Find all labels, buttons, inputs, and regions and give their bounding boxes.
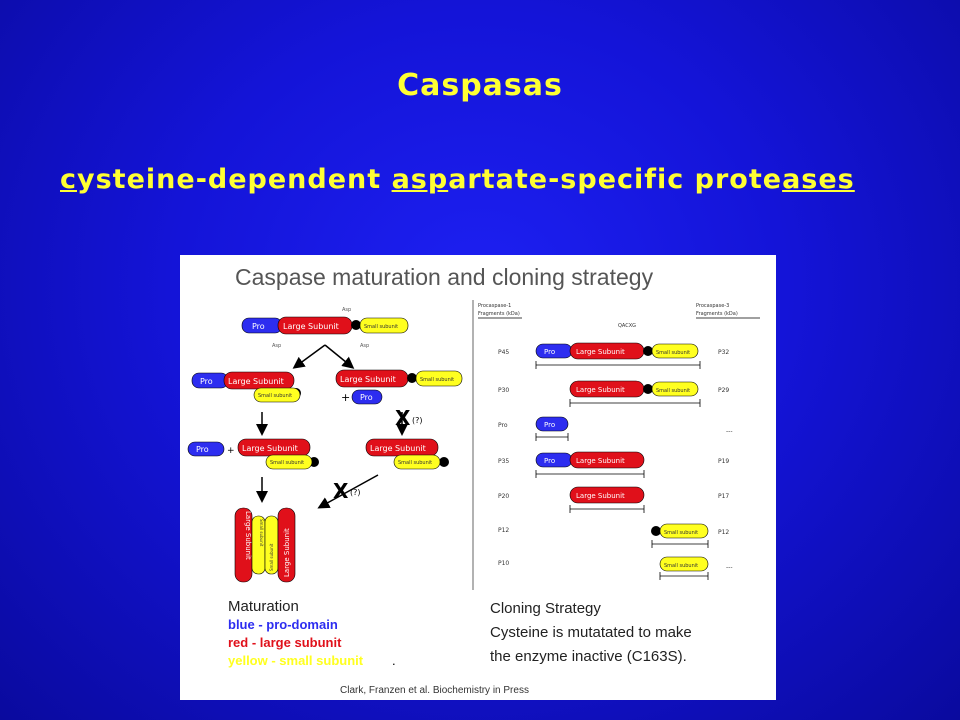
pro-label: Pro bbox=[252, 322, 265, 331]
fragment-p12: Small subunit bbox=[651, 523, 709, 548]
figure-credit: Clark, Franzen et al. Biochemistry in Pr… bbox=[340, 685, 529, 696]
pro-label: Pro bbox=[196, 445, 209, 454]
small-label: Small subunit bbox=[420, 377, 454, 383]
small-label-v2: Small subunit bbox=[269, 543, 274, 571]
row-label-left: P12 bbox=[498, 527, 509, 534]
row-label-right: P29 bbox=[718, 387, 729, 394]
plus-sign: + bbox=[227, 446, 235, 456]
small-label: Small subunit bbox=[656, 388, 690, 394]
figure-heading: Caspase maturation and cloning strategy bbox=[235, 264, 654, 290]
pro-label: Pro bbox=[544, 348, 555, 356]
legend-red: red - large subunit bbox=[228, 635, 342, 650]
subtitle-part4: artate-specific prote bbox=[448, 164, 783, 195]
large-label: Large Subunit bbox=[228, 377, 284, 386]
row-label-left: P35 bbox=[498, 458, 509, 465]
small-label: Small subunit bbox=[664, 530, 698, 536]
block-x-1: X bbox=[395, 406, 411, 430]
fragment-p35: Pro Large Subunit bbox=[535, 451, 645, 478]
fragment-pro: Pro bbox=[535, 416, 569, 441]
procaspase3-label: Procaspase-3 bbox=[696, 303, 729, 309]
subtitle-c: c bbox=[60, 164, 78, 195]
cloning-legend: Cloning Strategy Cysteine is mutatated t… bbox=[490, 600, 692, 665]
fragment-p45: Pro Large Subunit Small subunit bbox=[535, 342, 701, 369]
large-label: Large Subunit bbox=[370, 444, 426, 453]
fragments-kda-left: Fragments (kDa) bbox=[478, 311, 520, 317]
asp-label-2: Asp bbox=[272, 343, 281, 349]
row-label-left: Pro bbox=[498, 422, 508, 429]
slide-title: Caspasas bbox=[397, 68, 563, 103]
pro-label: Pro bbox=[544, 457, 555, 465]
processed-right: Large Subunit Small subunit bbox=[365, 438, 449, 470]
row-label-right: --- bbox=[726, 428, 733, 435]
block-x-2: X bbox=[333, 479, 349, 503]
row-label-left: P45 bbox=[498, 349, 509, 356]
blocked-label-2: (?) bbox=[350, 488, 361, 497]
fragment-p20: Large Subunit bbox=[569, 486, 645, 513]
pro-label: Pro bbox=[200, 377, 213, 386]
row-label-right: P32 bbox=[718, 349, 729, 356]
cloning-line1: Cysteine is mutatated to make bbox=[490, 624, 692, 641]
fragment-p30: Large Subunit Small subunit bbox=[569, 380, 701, 407]
small-label: Small subunit bbox=[656, 350, 690, 356]
small-label: Small subunit bbox=[258, 393, 292, 399]
asp-label-3: Asp bbox=[360, 343, 369, 349]
pro-label: Pro bbox=[360, 393, 373, 402]
row-label-left: P20 bbox=[498, 493, 509, 500]
caspase-diagram: Caspase maturation and cloning strategy … bbox=[187, 264, 760, 696]
maturation-legend: Maturation blue - pro-domain red - large… bbox=[228, 598, 396, 668]
procaspase-full: Pro Large Subunit Small subunit Asp Asp … bbox=[241, 307, 409, 349]
plus-sign: + bbox=[341, 391, 350, 404]
legend-blue: blue - pro-domain bbox=[228, 617, 338, 632]
processed-left: Pro + Large Subunit Small subunit bbox=[187, 438, 319, 470]
subtitle-ases: ases bbox=[782, 164, 855, 195]
row-label-right: P19 bbox=[718, 458, 729, 465]
subtitle-asp: asp bbox=[391, 164, 449, 195]
row-label-right: P17 bbox=[718, 493, 729, 500]
legend-yellow: yellow - small subunit bbox=[228, 653, 364, 668]
large-label: Large Subunit bbox=[576, 457, 625, 465]
large-label: Large Subunit bbox=[576, 492, 625, 500]
legend-period: . bbox=[392, 653, 396, 668]
small-label: Small subunit bbox=[270, 460, 304, 466]
fragment-row-labels: P45 P32 P30 P29 Pro --- P35 P19 P20 P17 … bbox=[498, 349, 733, 571]
cloning-title: Cloning Strategy bbox=[490, 600, 601, 617]
cloning-line2: the enzyme inactive (C163S). bbox=[490, 648, 687, 665]
slide-subtitle: cysteine-dependent aspartate-specific pr… bbox=[60, 164, 855, 195]
gacxg-label: QACXG bbox=[618, 323, 636, 329]
small-label-v1: Small subunit bbox=[259, 519, 264, 547]
small-label: Small subunit bbox=[664, 563, 698, 569]
large-label: Large Subunit bbox=[340, 375, 396, 384]
large-label: Large Subunit bbox=[242, 444, 298, 453]
intermediate-left: Pro Large Subunit Small subunit bbox=[191, 371, 301, 403]
asp-label: Asp bbox=[342, 307, 351, 313]
mature-enzyme: Large Subunit Large Subunit Small subuni… bbox=[234, 507, 296, 583]
large-label-v1: Large Subunit bbox=[244, 511, 252, 560]
row-label-right: P12 bbox=[718, 529, 729, 536]
procaspase1-label: Procaspase-1 bbox=[478, 303, 511, 309]
row-label-right: --- bbox=[726, 564, 733, 571]
row-label-left: P30 bbox=[498, 387, 509, 394]
large-label: Large Subunit bbox=[283, 322, 339, 331]
caspase-figure: Caspase maturation and cloning strategy … bbox=[180, 255, 776, 700]
fragments-kda-right: Fragments (kDa) bbox=[696, 311, 738, 317]
fragment-p10: Small subunit bbox=[659, 556, 709, 580]
small-label: Small subunit bbox=[398, 460, 432, 466]
blocked-label-1: (?) bbox=[412, 416, 423, 425]
subtitle-part2: ysteine-dependent bbox=[77, 164, 392, 195]
maturation-title: Maturation bbox=[228, 598, 299, 615]
small-label: Small subunit bbox=[364, 324, 398, 330]
pro-label: Pro bbox=[544, 421, 555, 429]
large-label-v2: Large Subunit bbox=[283, 528, 291, 577]
row-label-left: P10 bbox=[498, 560, 509, 567]
large-label: Large Subunit bbox=[576, 348, 625, 356]
intermediate-right: Large Subunit Small subunit + Pro bbox=[335, 369, 463, 405]
large-label: Large Subunit bbox=[576, 386, 625, 394]
